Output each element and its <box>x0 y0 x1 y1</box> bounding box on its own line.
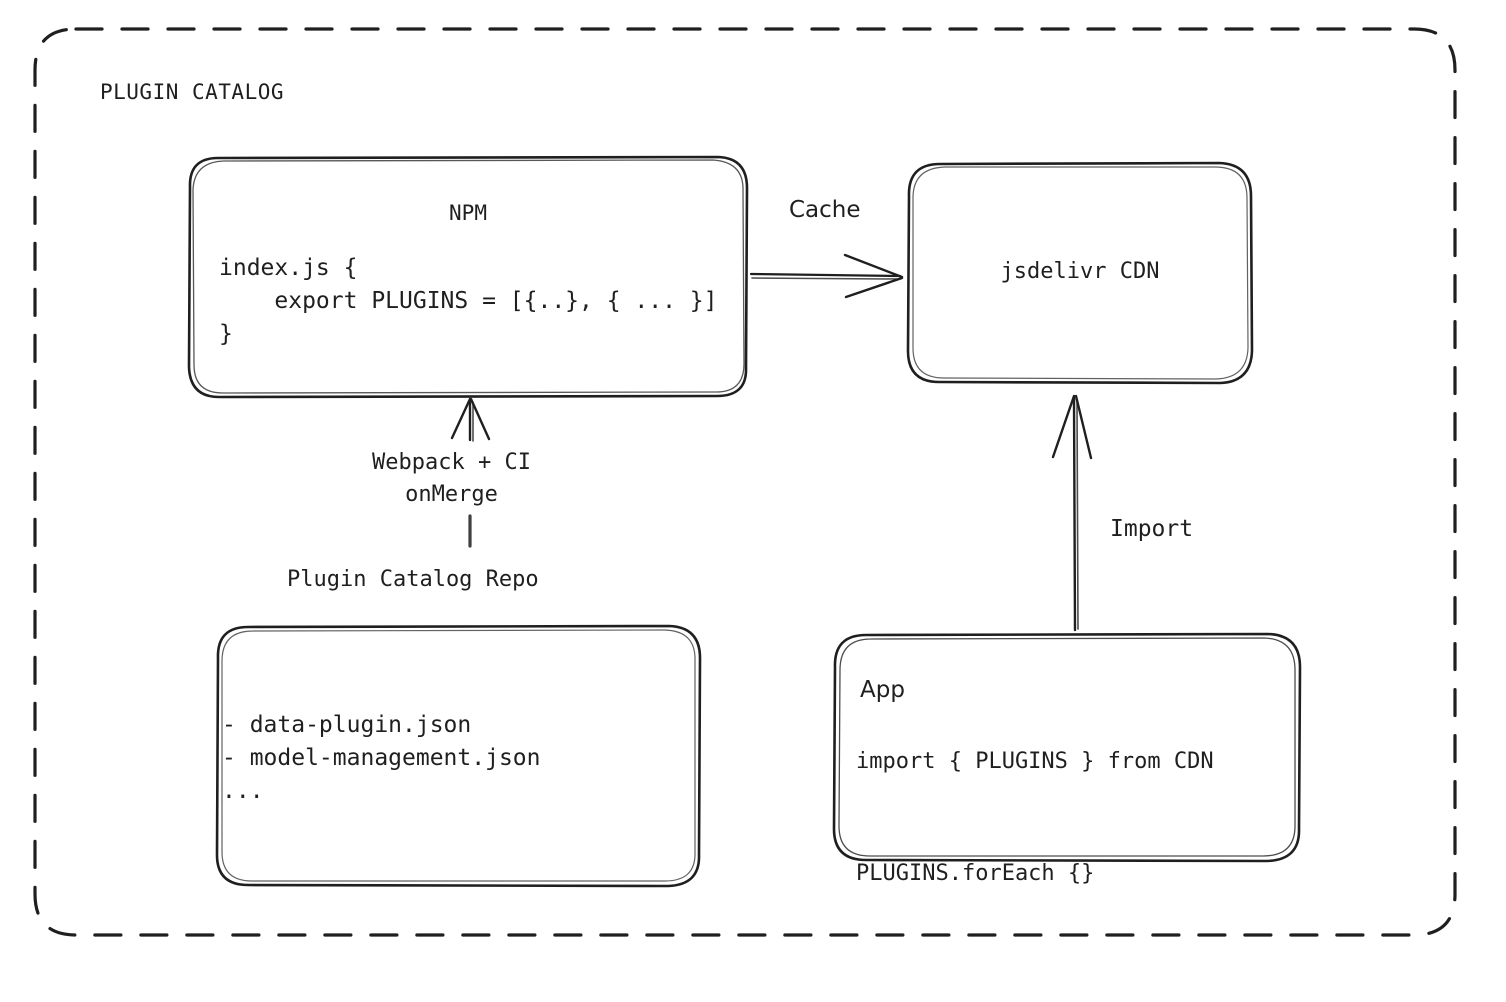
edge-label-import: Import <box>1110 516 1194 542</box>
npm-node-title: NPM <box>449 201 487 225</box>
node-plugin-catalog-repo[interactable]: - data-plugin.json - model-management.js… <box>217 626 700 886</box>
app-node-code: import { PLUGINS } from CDN PLUGINS.forE… <box>856 749 1214 886</box>
edge-import <box>1051 394 1093 632</box>
node-app[interactable]: App import { PLUGINS } from CDN PLUGINS.… <box>834 634 1300 886</box>
app-node-title: App <box>860 677 905 703</box>
node-jsdelivr-cdn[interactable]: jsdelivr CDN <box>908 163 1252 383</box>
group-title: PLUGIN CATALOG <box>100 80 285 104</box>
edge-label-build: Webpack + CI onMerge <box>372 450 531 507</box>
repo-node-caption: Plugin Catalog Repo <box>287 567 539 592</box>
cdn-node-title: jsdelivr CDN <box>1000 259 1160 284</box>
node-npm[interactable]: NPM index.js { export PLUGINS = [{..}, {… <box>189 157 747 397</box>
repo-node-file-list: - data-plugin.json - model-management.js… <box>222 712 541 804</box>
edge-cache <box>749 253 904 299</box>
npm-node-code: index.js { export PLUGINS = [{..}, { ...… <box>219 255 718 347</box>
edge-label-cache: Cache <box>789 197 861 223</box>
